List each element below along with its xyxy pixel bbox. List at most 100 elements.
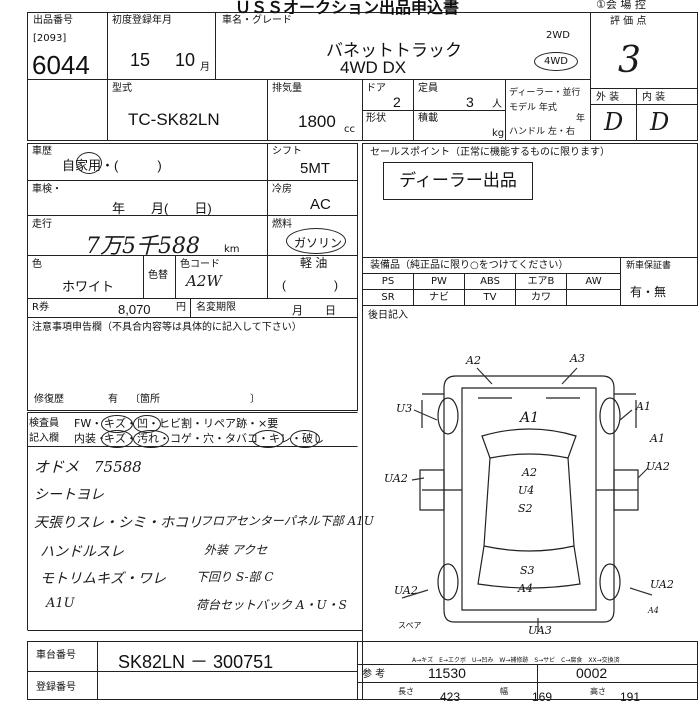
- mileage: 7万5千588: [86, 234, 200, 259]
- interior-prefix: 内装・: [74, 432, 107, 445]
- mark-s2-mid: S2: [518, 502, 533, 515]
- note-underbody: 下回り S-部 C: [196, 570, 274, 584]
- equipment-pw: PW: [413, 273, 465, 290]
- car-history-label: 車歴: [32, 146, 52, 157]
- person-unit: 人: [492, 99, 502, 110]
- repair-history-value: 有: [108, 394, 118, 405]
- model-name: バネットトラック: [326, 41, 462, 60]
- color-code-blank: ( ): [282, 278, 338, 292]
- yen-unit: 円: [176, 302, 186, 313]
- model-type: TC-SK82LN: [128, 110, 220, 129]
- model-grade-label: 車名・グレード: [222, 15, 292, 26]
- length-value: 423: [440, 690, 461, 704]
- length-label: 長さ: [398, 687, 414, 696]
- mark-a1-far-right: A1: [650, 432, 665, 445]
- mark-a1-right: A1: [636, 400, 651, 413]
- doors: 2: [393, 94, 401, 110]
- displacement-label: 排気量: [272, 83, 302, 94]
- mark-ua3-bottom: UA3: [528, 624, 552, 637]
- mark-s3-rear: S3: [520, 564, 535, 577]
- exterior-grade: D: [604, 108, 624, 136]
- equipment-blank: [566, 289, 621, 306]
- interior-dirt-circle: [133, 430, 169, 448]
- reference-value: 11530: [428, 665, 466, 681]
- mark-a2-top: A2: [466, 354, 481, 367]
- shape-label: 形状: [366, 113, 386, 124]
- venue-copy-label: ①会 場 控: [596, 0, 646, 11]
- mark-a2-mid: A2: [522, 466, 537, 479]
- width-label: 幅: [500, 687, 508, 696]
- note-headliner: 天張りスレ・シミ・ホコリ: [34, 515, 202, 531]
- equipment-label: 装備品（純正品に限り○をつけてください）: [370, 260, 569, 271]
- mark-ua2-bottom-right: UA2: [650, 578, 674, 591]
- new-warranty-label: 新車保証書: [626, 261, 672, 271]
- equipment-airbag: エアB: [515, 273, 567, 290]
- mark-a3-top: A3: [570, 352, 585, 365]
- sales-point-label: セールスポイント（正常に機能するものに限ります）: [370, 147, 610, 158]
- ac: AC: [310, 196, 331, 213]
- vehicle-damage-diagram: [401, 367, 653, 632]
- interior-scratch-circle: [101, 430, 133, 448]
- capacity: 3: [466, 94, 474, 110]
- equipment-navi: ナビ: [413, 289, 465, 306]
- dealer-import-label: ディーラー・並行: [509, 88, 581, 98]
- expiry-label: 名変期限: [196, 302, 236, 313]
- fuel-diesel: 軽 油: [300, 256, 328, 270]
- shift-label: シフト: [272, 146, 302, 157]
- expiry-fields: 月 日: [292, 305, 336, 317]
- mark-ua2-right: UA2: [646, 460, 670, 473]
- model-year-label: モデル 年式: [509, 103, 557, 113]
- ac-label: 冷房: [272, 184, 292, 195]
- load-label: 積載: [418, 113, 438, 124]
- month-unit: 月: [200, 62, 210, 73]
- note-rim: モトリムキズ・ワレ: [40, 571, 166, 587]
- repair-history-label: 修復歴: [34, 394, 64, 405]
- form-title: ＵＳＳオークション出品申込書: [235, 0, 460, 17]
- mark-a1-center: A1: [520, 410, 540, 426]
- later-entry-label: 後日記入: [368, 310, 408, 321]
- equipment-sr: SR: [362, 289, 414, 306]
- lot-number-sub: [2093]: [33, 33, 67, 44]
- displacement: 1800: [298, 112, 336, 131]
- mark-ua2-bottom-left: UA2: [394, 584, 418, 597]
- mark-ua2-left: UA2: [384, 472, 408, 485]
- note-a1u: A1U: [46, 596, 75, 611]
- seq-value: 0002: [576, 665, 608, 681]
- mileage-label: 走行: [32, 219, 52, 230]
- private-use-circle: [76, 152, 102, 174]
- new-warranty-value: 有・無: [630, 285, 667, 299]
- mark-u4-mid: U4: [518, 484, 535, 497]
- fw-prefix: FW・: [74, 417, 103, 430]
- score-label: 評 価 点: [610, 16, 647, 27]
- sales-point-value: ディーラー出品: [383, 162, 533, 200]
- note-odometer: オドメ 75588: [34, 458, 142, 476]
- drive-4wd-option-circled: 4WD: [534, 52, 578, 71]
- r-ticket-label: R券: [32, 302, 49, 313]
- mark-a4-rear: A4: [518, 582, 533, 595]
- interior-tear-circle: [290, 430, 320, 448]
- first-registration-label: 初度登録年月: [112, 15, 172, 26]
- drive-2wd-option: 2WD: [546, 30, 570, 41]
- doors-label: ドア: [366, 83, 386, 94]
- width-value: 169: [532, 690, 553, 704]
- lot-number-label: 出品番号: [33, 15, 73, 26]
- interior-grade: D: [650, 108, 670, 136]
- km-unit: km: [224, 244, 240, 255]
- r-ticket-amount: 8,070: [118, 302, 151, 317]
- equipment-aw: AW: [566, 273, 621, 290]
- mark-bottom-right-note: A4: [648, 606, 659, 615]
- fill-label: 記入欄: [29, 433, 59, 444]
- repair-parts: 〔箇所 〕: [130, 394, 260, 405]
- shift: 5MT: [300, 160, 330, 177]
- exterior-label: 外 装: [596, 92, 620, 103]
- interior-items: キズ・汚れ・コゲ・穴・タバコ・キレ・破し: [104, 432, 324, 445]
- score-value: 3: [618, 40, 641, 81]
- chassis-label: 車台番号: [36, 650, 76, 661]
- registration-label: 登録番号: [36, 682, 76, 693]
- first-registration-month: 10: [175, 50, 196, 70]
- height-value: 191: [620, 690, 641, 704]
- equipment-leather: カワ: [515, 289, 567, 306]
- equipment-ps: PS: [362, 273, 414, 290]
